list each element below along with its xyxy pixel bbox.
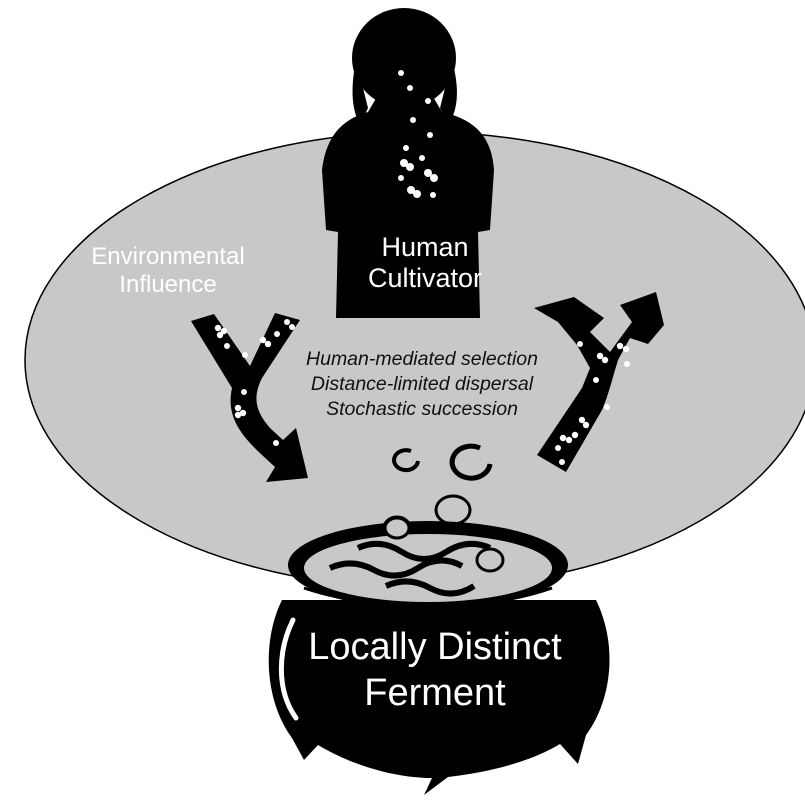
microbe-dot-icon <box>398 70 438 198</box>
microbe-dot-icon <box>214 319 295 446</box>
human-cultivator-label: Human Cultivator <box>367 232 483 294</box>
process-item: Stochastic succession <box>326 397 518 420</box>
locally-distinct-ferment-label: Locally Distinct Ferment <box>308 626 562 715</box>
person-silhouette-icon <box>322 8 494 318</box>
process-item: Human-mediated selection <box>306 348 538 370</box>
cauldron-icon <box>268 516 610 795</box>
process-list: Human-mediated selection Distance-limite… <box>272 347 572 422</box>
environmental-influence-label: Environmental Influence <box>91 243 245 298</box>
forked-arrow-icon <box>534 292 664 472</box>
forked-arrow-icon <box>191 313 308 482</box>
process-item: Distance-limited dispersal <box>310 372 534 395</box>
microbe-dot-icon <box>555 341 630 465</box>
